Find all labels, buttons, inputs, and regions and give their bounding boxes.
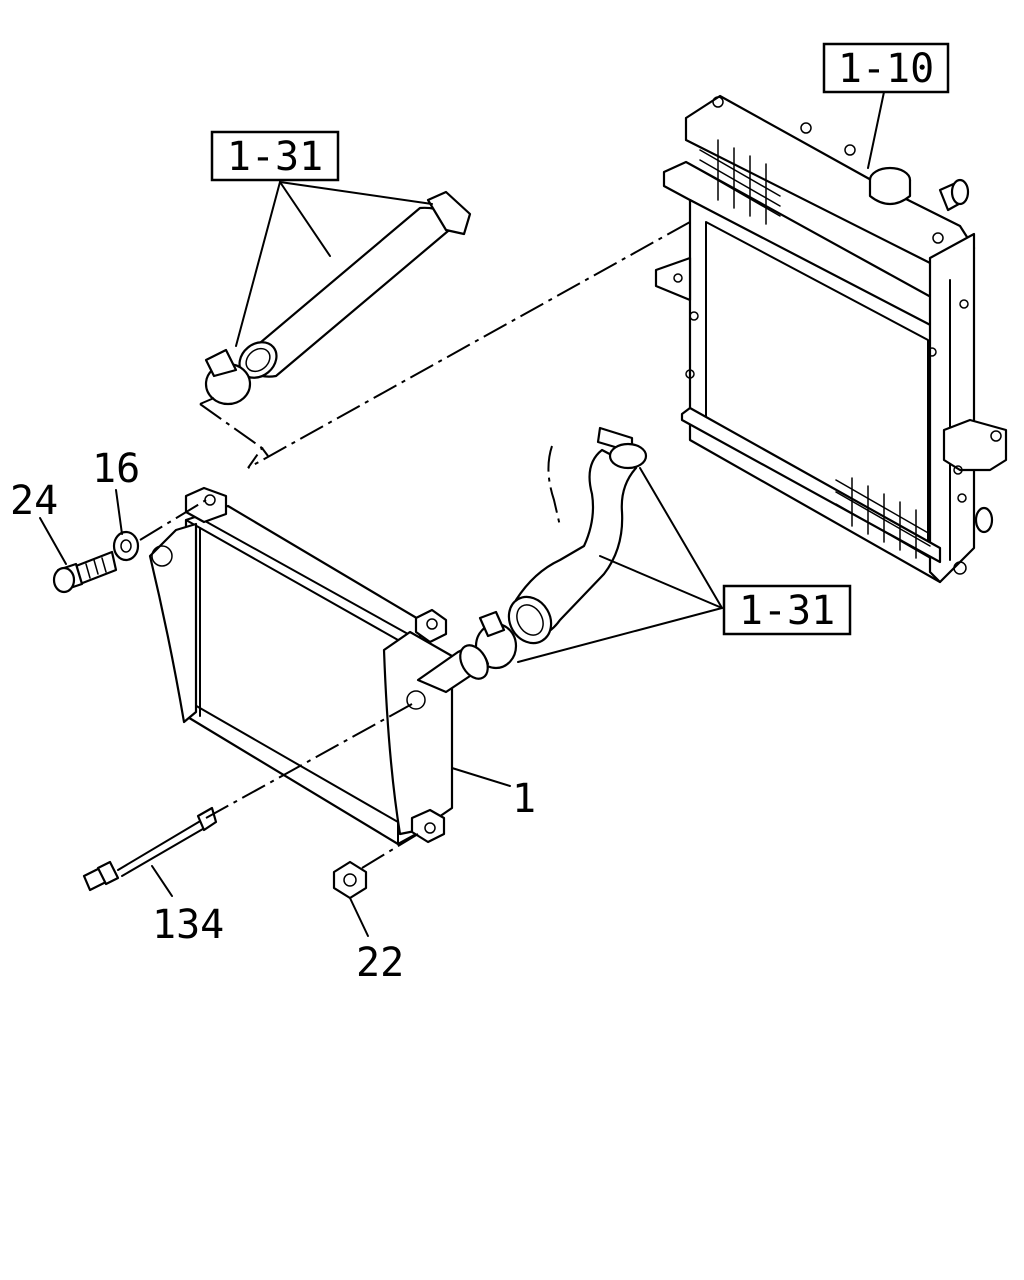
callout-hose-lower[interactable]: 1-31 bbox=[722, 584, 852, 636]
leader-lines bbox=[39, 91, 885, 937]
radiator-cap-icon bbox=[868, 166, 912, 206]
bolt bbox=[52, 550, 118, 594]
callout-radiator[interactable]: 1-10 bbox=[822, 42, 950, 94]
washer bbox=[112, 530, 140, 562]
upper-hose-kit bbox=[204, 190, 472, 406]
nut bbox=[332, 860, 368, 900]
assembly-lines bbox=[139, 221, 691, 869]
callout-hose-upper[interactable]: 1-31 bbox=[210, 130, 340, 182]
intercooler bbox=[148, 486, 490, 846]
radiator-assembly bbox=[654, 94, 1008, 584]
label-part-intercooler[interactable]: 1 bbox=[512, 776, 536, 822]
lower-hose-kit bbox=[474, 426, 648, 670]
callout-hose-lower-label: 1-31 bbox=[739, 588, 835, 634]
label-part-bolt[interactable]: 24 bbox=[10, 478, 58, 524]
label-part-washer[interactable]: 16 bbox=[92, 446, 140, 492]
label-part-sensor[interactable]: 134 bbox=[152, 902, 224, 948]
callout-hose-upper-label: 1-31 bbox=[227, 134, 323, 180]
label-part-nut[interactable]: 22 bbox=[356, 940, 404, 986]
callout-radiator-label: 1-10 bbox=[838, 46, 934, 92]
temperature-sensor bbox=[82, 806, 218, 892]
